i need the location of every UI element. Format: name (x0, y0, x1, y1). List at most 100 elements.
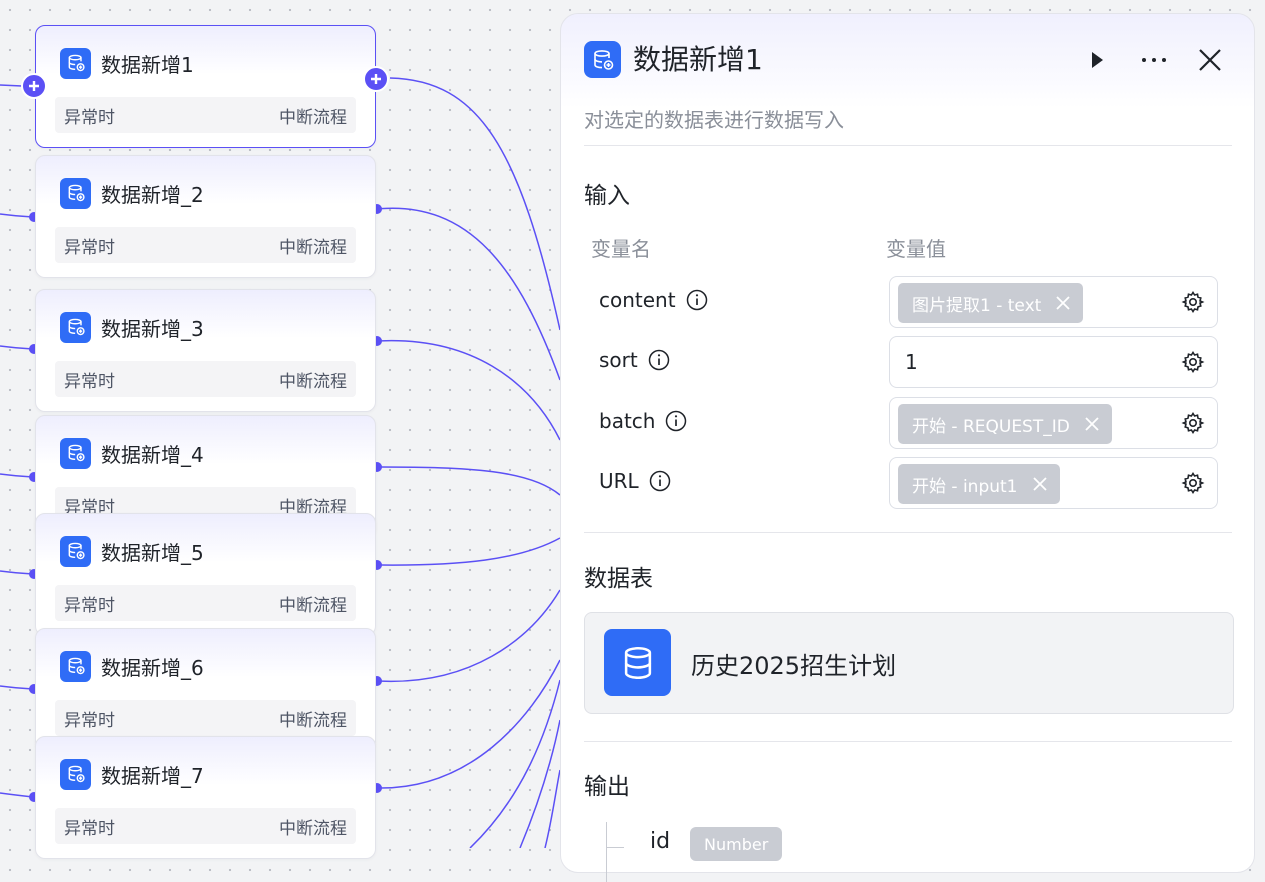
database-add-icon (60, 437, 91, 469)
output-field-type: Number (690, 827, 783, 861)
edge-out-5 (376, 537, 561, 566)
edge-in-4 (0, 473, 34, 478)
input-variable-row: content 图片提取1 - text (561, 276, 1256, 328)
database-icon (604, 629, 671, 696)
error-label: 异常时 (64, 107, 115, 128)
plus-icon (29, 81, 39, 91)
info-icon[interactable] (665, 410, 687, 432)
divider (584, 145, 1232, 146)
edge-in-3 (0, 345, 34, 350)
node-error-setting[interactable]: 异常时中断流程 (55, 808, 356, 844)
error-label: 异常时 (64, 710, 115, 731)
add-input-handle[interactable] (21, 73, 47, 99)
edge-in-7 (0, 792, 34, 798)
col-variable-name: 变量名 (591, 237, 651, 261)
info-icon[interactable] (648, 349, 670, 371)
variable-value-input[interactable]: 1 (889, 336, 1218, 388)
table-card[interactable]: 历史2025招生计划 (584, 612, 1234, 714)
plus-icon (371, 74, 381, 84)
variable-value-input[interactable]: 开始 - input1 (889, 457, 1218, 509)
node-error-setting[interactable]: 异常时 中断流程 (55, 700, 356, 736)
info-icon[interactable] (686, 289, 708, 311)
node-error-setting[interactable]: 异常时 中断流程 (55, 585, 356, 621)
variable-reference-tag[interactable]: 开始 - input1 (898, 464, 1060, 504)
node-title: 数据新增_4 (101, 442, 204, 467)
variable-reference-tag[interactable]: 开始 - REQUEST_ID (898, 404, 1112, 444)
database-add-icon (60, 758, 91, 790)
table-name: 历史2025招生计划 (691, 652, 897, 680)
error-label: 异常时 (64, 371, 115, 392)
gear-icon[interactable] (1181, 290, 1207, 316)
flow-node[interactable]: 数据新增1 异常时 中断流程 (35, 25, 376, 148)
remove-tag-icon[interactable] (1055, 295, 1071, 311)
edge-out-3 (376, 339, 561, 441)
node-error-setting[interactable]: 异常时中断流程 (55, 227, 356, 263)
variable-name: batch (599, 409, 687, 433)
database-add-icon (60, 177, 91, 209)
variable-value-input[interactable]: 图片提取1 - text (889, 276, 1218, 328)
col-variable-value: 变量值 (886, 237, 946, 261)
node-header: 数据新增_4 (60, 437, 204, 469)
node-header: 数据新增1 (60, 47, 194, 79)
output-tree-line (606, 822, 607, 882)
more-button[interactable] (1136, 42, 1172, 78)
divider (584, 532, 1232, 533)
error-label: 异常时 (64, 497, 115, 518)
tag-label: 开始 - REQUEST_ID (912, 416, 1070, 437)
flow-node[interactable]: 数据新增_3 异常时中断流程 (35, 289, 376, 412)
remove-tag-icon[interactable] (1084, 416, 1100, 432)
gear-icon[interactable] (1181, 350, 1207, 376)
edge-in-2 (0, 213, 34, 218)
node-error-setting[interactable]: 异常时中断流程 (55, 361, 356, 397)
database-add-icon (60, 311, 91, 343)
panel-description: 对选定的数据表进行数据写入 (584, 108, 844, 132)
input-variable-row: URL 开始 - input1 (561, 457, 1256, 509)
edge-out-6 (376, 589, 561, 683)
variable-reference-tag[interactable]: 图片提取1 - text (898, 283, 1084, 323)
node-title: 数据新增1 (101, 52, 194, 77)
node-header: 数据新增_5 (60, 535, 204, 567)
edge-in-1 (0, 84, 23, 87)
variable-name: content (599, 288, 708, 312)
edge-out-9 (519, 719, 561, 848)
node-title: 数据新增_3 (101, 316, 204, 341)
edge-out-1 (389, 77, 561, 331)
node-title: 数据新增_2 (101, 182, 204, 207)
variable-name-label: batch (599, 409, 656, 433)
variable-value-input[interactable]: 开始 - REQUEST_ID (889, 397, 1218, 449)
input-variable-row: batch 开始 - REQUEST_ID (561, 397, 1256, 449)
close-button[interactable] (1192, 42, 1228, 78)
flow-node[interactable]: 数据新增_5 异常时 中断流程 (35, 513, 376, 636)
gear-icon[interactable] (1181, 411, 1207, 437)
error-action: 中断流程 (279, 595, 347, 616)
variable-name-label: URL (599, 469, 639, 493)
error-action: 中断流程 (279, 237, 347, 258)
flow-node[interactable]: 数据新增_2 异常时中断流程 (35, 155, 376, 278)
error-action: 中断流程 (279, 107, 347, 128)
database-add-icon (584, 41, 621, 78)
close-icon (1199, 49, 1221, 71)
edge-out-4 (376, 466, 561, 496)
edge-out-7 (376, 659, 561, 789)
remove-tag-icon[interactable] (1032, 476, 1048, 492)
info-icon[interactable] (649, 470, 671, 492)
edge-in-5 (0, 570, 34, 575)
error-action: 中断流程 (279, 710, 347, 731)
run-button[interactable] (1079, 42, 1115, 78)
error-label: 异常时 (64, 595, 115, 616)
database-add-icon (60, 47, 91, 79)
flow-node[interactable]: 数据新增_6 异常时 中断流程 (35, 628, 376, 751)
variable-value-text: 1 (905, 350, 918, 374)
node-title: 数据新增_5 (101, 540, 204, 565)
node-error-setting[interactable]: 异常时 中断流程 (55, 97, 356, 133)
edge-out-2 (376, 207, 561, 381)
edge-in-6 (0, 685, 34, 690)
error-action: 中断流程 (279, 497, 347, 518)
add-output-handle[interactable] (363, 66, 389, 92)
gear-icon[interactable] (1181, 471, 1207, 497)
error-action: 中断流程 (279, 818, 347, 839)
node-header: 数据新增_6 (60, 650, 204, 682)
